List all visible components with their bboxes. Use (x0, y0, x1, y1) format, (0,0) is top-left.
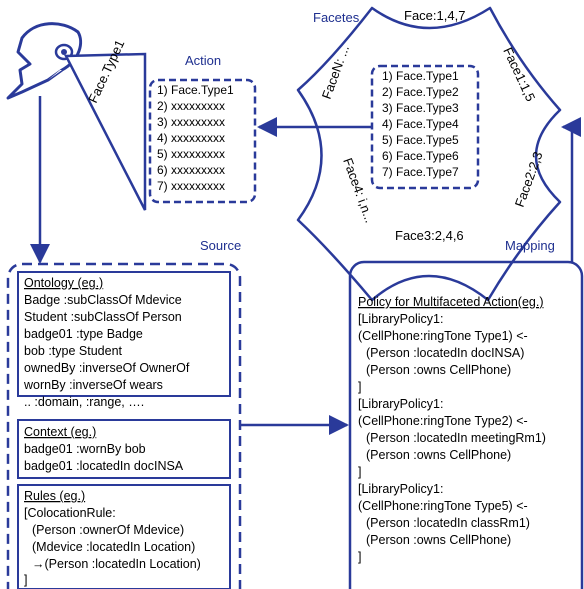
rules-line: →(Person :locatedIn Location) (32, 557, 201, 571)
arrow-mapping-to-facets (561, 117, 581, 262)
rules-line: (Person :ownerOf Mdevice) (32, 523, 184, 537)
rules-line: [ColocationRule: (24, 506, 116, 520)
ontology-line: wornBy :inverseOf wears (23, 378, 163, 392)
rules-line: (Mdevice :locatedIn Location) (32, 540, 195, 554)
policy-line: (Person :locatedIn docINSA) (366, 346, 524, 360)
ontology-section: Ontology (eg.) Badge :subClassOf Mdevice… (23, 276, 190, 409)
ontology-line: Student :subClassOf Person (24, 310, 182, 324)
facet-item: 3) Face.Type3 (382, 101, 459, 115)
policy-line: [LibraryPolicy1: (358, 482, 443, 496)
action-item: 5) xxxxxxxxx (157, 147, 225, 161)
rules-section: Rules (eg.) [ColocationRule: (Person :ow… (24, 489, 201, 587)
action-item: 4) xxxxxxxxx (157, 131, 225, 145)
facetes-label: Facetes (313, 10, 360, 25)
action-item: 2) xxxxxxxxx (157, 99, 225, 113)
facet-item: 7) Face.Type7 (382, 165, 459, 179)
ontology-title: Ontology (eg.) (24, 276, 103, 290)
action-list: 1) Face.Type1 2) xxxxxxxxx 3) xxxxxxxxx … (157, 83, 234, 193)
policy-box (348, 260, 584, 589)
policy-line: (Person :owns CellPhone) (366, 363, 511, 377)
policy-title: Policy for Multifaceted Action(eg.) (358, 295, 544, 309)
source-box (6, 262, 242, 589)
action-item: 7) xxxxxxxxx (157, 179, 225, 193)
mapping-label: Mapping (505, 238, 555, 253)
policy-line: [LibraryPolicy1: (358, 397, 443, 411)
policy-line: ] (358, 550, 361, 564)
facet-list: 1) Face.Type1 2) Face.Type2 3) Face.Type… (382, 69, 459, 179)
policy-line: (Person :owns CellPhone) (366, 533, 511, 547)
facet-item: 6) Face.Type6 (382, 149, 459, 163)
ontology-line: bob :type Student (24, 344, 123, 358)
policy-line: ] (358, 380, 361, 394)
context-line: badge01 :wornBy bob (24, 442, 146, 456)
rules-line: ] (24, 573, 27, 587)
facet-bottom: Face3:2,4,6 (395, 228, 464, 243)
facet-item: 4) Face.Type4 (382, 117, 459, 131)
source-label: Source (200, 238, 241, 253)
action-item: 3) xxxxxxxxx (157, 115, 225, 129)
facet-item: 1) Face.Type1 (382, 69, 459, 83)
rules-box (17, 484, 231, 589)
context-title: Context (eg.) (24, 425, 96, 439)
ontology-line: badge01 :type Badge (24, 327, 143, 341)
ontology-line: Badge :subClassOf Mdevice (24, 293, 182, 307)
policy-line: (Person :owns CellPhone) (366, 448, 511, 462)
context-section: Context (eg.) badge01 :wornBy bob badge0… (24, 425, 184, 473)
policy-line: (CellPhone:ringTone Type2) <- (358, 414, 528, 428)
policy-line: (Person :locatedIn classRm1) (366, 516, 530, 530)
facet-item: 2) Face.Type2 (382, 85, 459, 99)
ontology-line: .. :domain, :range, …. (24, 395, 144, 409)
rules-title: Rules (eg.) (24, 489, 85, 503)
action-item: 1) Face.Type1 (157, 83, 234, 97)
policy-line: (CellPhone:ringTone Type5) <- (358, 499, 528, 513)
context-box (17, 419, 231, 479)
action-item: 6) xxxxxxxxx (157, 163, 225, 177)
facet-top: Face:1,4,7 (404, 8, 465, 23)
facet-item: 5) Face.Type5 (382, 133, 459, 147)
policy-line: ] (358, 465, 361, 479)
head-figure (6, 22, 83, 100)
context-line: badge01 :locatedIn docINSA (24, 459, 184, 473)
view-cone (63, 52, 147, 211)
policy-section: Policy for Multifaceted Action(eg.) [Lib… (358, 295, 546, 564)
ontology-box (17, 271, 231, 397)
action-label: Action (185, 53, 221, 68)
policy-line: (Person :locatedIn meetingRm1) (366, 431, 546, 445)
ontology-line: ownedBy :inverseOf OwnerOf (24, 361, 190, 375)
policy-line: (CellPhone:ringTone Type1) <- (358, 329, 528, 343)
action-list-box (148, 78, 257, 204)
policy-line: [LibraryPolicy1: (358, 312, 443, 326)
